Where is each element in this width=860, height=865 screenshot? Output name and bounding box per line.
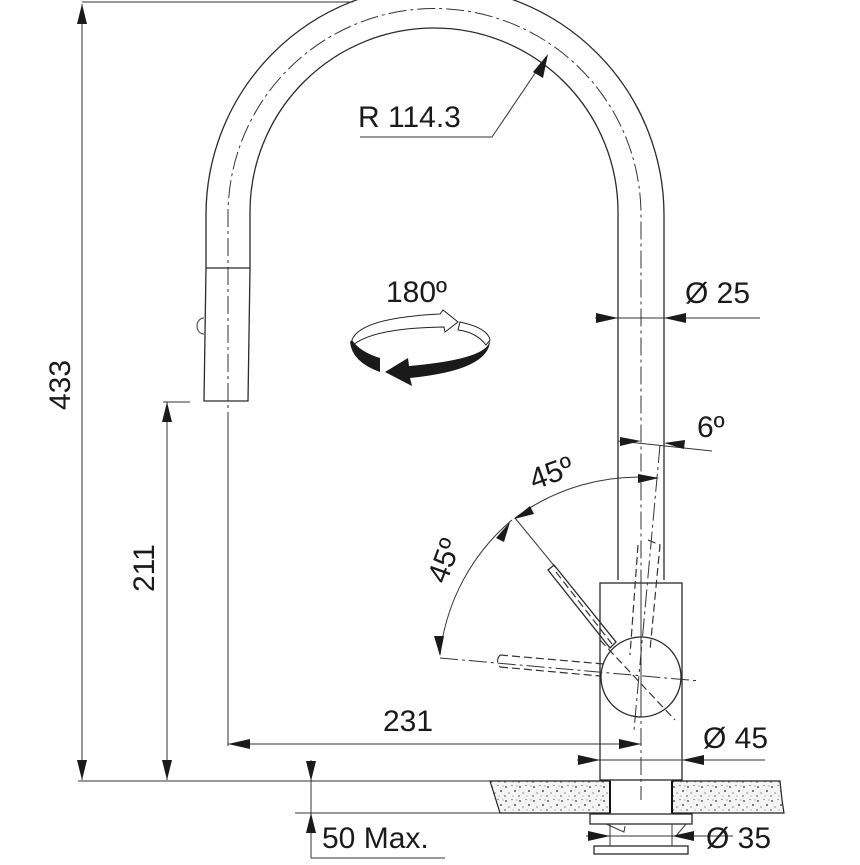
deck-thickness-dimension: 50 Max. (306, 760, 445, 859)
mixer-body (599, 582, 683, 800)
rotation-180-icon: 180º (350, 276, 491, 386)
body-diameter-label: Ø 45 (703, 722, 768, 755)
spout-reach-dimension: 231 (227, 430, 641, 749)
lever-angle-2-label: 45º (422, 534, 468, 587)
lever-angle-1-label: 45º (525, 450, 578, 496)
tilt-angle-dimension: 6º (617, 411, 725, 452)
lever-positions (439, 444, 701, 731)
spray-head (196, 267, 251, 402)
bend-radius-label: R 114.3 (358, 101, 461, 134)
spout-height-label: 211 (128, 544, 161, 592)
bend-radius-dimension: R 114.3 (358, 54, 548, 138)
spout-height-dimension: 211 (128, 401, 190, 780)
spout-diameter-label: Ø 25 (685, 277, 750, 310)
countertop (489, 780, 785, 814)
body-diameter-dimension: Ø 45 (577, 722, 768, 765)
lever-tilt-label: 6º (697, 411, 725, 444)
max-deck-thickness-label: 50 Max. (322, 822, 429, 855)
spout-diameter-dimension: Ø 25 (595, 277, 760, 323)
spout-reach-label: 231 (383, 705, 433, 738)
gooseneck-spout (205, 0, 665, 700)
total-height-label: 433 (44, 360, 77, 410)
lever-angle-dimensions: 45º 45º (422, 450, 659, 656)
mount-hole-diameter-label: Ø 35 (706, 822, 771, 855)
mount-hole-diameter-dimension: Ø 35 (586, 822, 771, 855)
rotation-angle-label: 180º (386, 276, 447, 309)
spray-button-icon (196, 317, 205, 335)
mounting-hardware (589, 813, 693, 855)
total-height-dimension: 433 (44, 1, 353, 780)
